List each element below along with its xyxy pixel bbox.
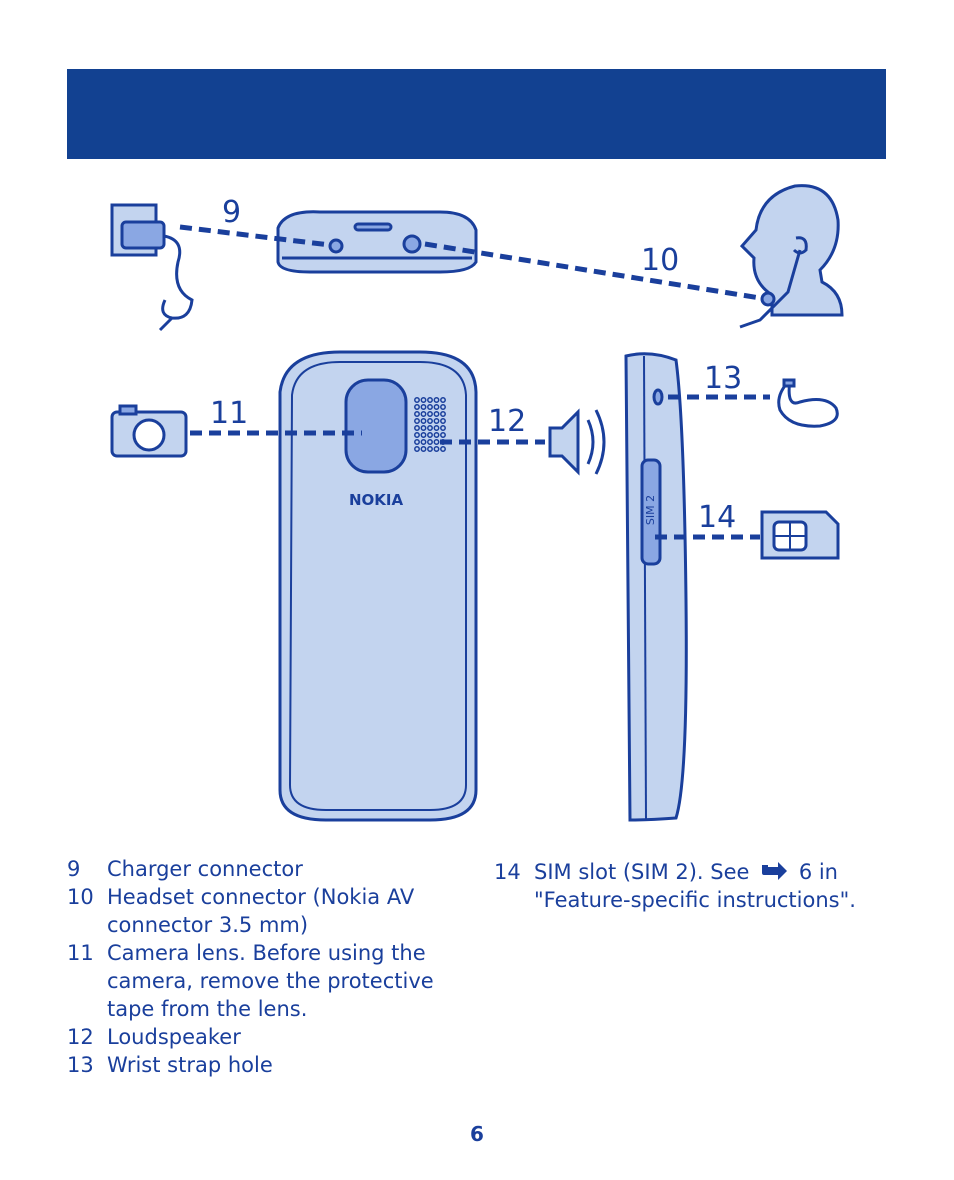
grille-hole (440, 418, 446, 424)
legend-list-right: 14 SIM slot (SIM 2). See 6 in "Feature-s… (494, 858, 894, 914)
phone-brand: NOKIA (349, 491, 404, 509)
legend-text-after: 6 in "Feature-specific instructions". (534, 860, 856, 912)
phone-back (278, 350, 478, 822)
grille-hole (433, 446, 440, 452)
grille-hole (433, 439, 440, 445)
grille-hole (414, 425, 420, 431)
charger-icon (110, 203, 194, 332)
callout-10: 10 (641, 243, 679, 278)
legend-item: 9 Charger connector (67, 855, 467, 883)
grille-hole (420, 432, 427, 438)
grille-hole (440, 432, 446, 438)
grille-hole (420, 439, 427, 445)
grille-hole (414, 439, 420, 445)
grille-hole (433, 432, 440, 438)
grille-hole (433, 425, 440, 431)
legend-text: SIM slot (SIM 2). See 6 in "Feature-spec… (534, 858, 894, 914)
phone-side (624, 352, 688, 822)
callout-11: 11 (210, 396, 248, 431)
callout-12: 12 (488, 404, 526, 439)
legend-number: 13 (67, 1053, 94, 1077)
grille-hole (433, 418, 440, 424)
grille-hole (440, 425, 446, 431)
speaker-icon (548, 408, 606, 476)
grille-hole (440, 411, 446, 417)
legend-text: Headset connector (Nokia AV connector 3.… (107, 885, 415, 937)
grille-hole (440, 397, 446, 403)
grille-hole (414, 446, 420, 452)
grille-hole (440, 404, 446, 410)
legend-item: 13 Wrist strap hole (67, 1051, 467, 1079)
legend-number: 10 (67, 885, 94, 909)
legend-item: 12 Loudspeaker (67, 1023, 467, 1051)
legend-text: Charger connector (107, 857, 303, 881)
speaker-grille (414, 397, 446, 452)
grille-hole (440, 446, 446, 452)
wrist-strap-icon (777, 378, 839, 428)
callout-9: 9 (222, 195, 241, 230)
legend-text: Wrist strap hole (107, 1053, 273, 1077)
grille-hole (427, 446, 433, 452)
legend-item: 14 SIM slot (SIM 2). See 6 in "Feature-s… (494, 858, 894, 914)
sim-slot-label: SIM 2 (644, 495, 657, 525)
grille-hole (427, 432, 433, 438)
grille-hole (414, 411, 420, 417)
legend-item: 10 Headset connector (Nokia AV connector… (67, 883, 467, 939)
grille-hole (420, 425, 427, 431)
page-number: 6 (470, 1122, 484, 1146)
legend-number: 12 (67, 1025, 94, 1049)
grille-hole (414, 418, 420, 424)
grille-hole (414, 432, 420, 438)
grille-hole (420, 446, 427, 452)
grille-hole (427, 425, 433, 431)
callout-14: 14 (698, 500, 736, 535)
arrow-right-icon[interactable] (760, 861, 788, 881)
legend-number: 9 (67, 857, 81, 881)
grille-hole (420, 418, 427, 424)
grille-hole (433, 404, 440, 410)
grille-hole (427, 404, 433, 410)
legend-list: 9 Charger connector 10 Headset connector… (67, 855, 467, 1079)
legend-text: Loudspeaker (107, 1025, 241, 1049)
grille-hole (414, 404, 420, 410)
grille-hole (420, 397, 427, 403)
phone-top-edge (276, 210, 478, 274)
legend-number: 14 (494, 860, 521, 884)
grille-hole (420, 411, 427, 417)
grille-hole (420, 404, 427, 410)
grille-hole (433, 397, 440, 403)
legend-number: 11 (67, 941, 94, 965)
grille-hole (414, 397, 420, 403)
headset-person-icon (739, 184, 844, 329)
grille-hole (427, 439, 433, 445)
grille-hole (427, 397, 433, 403)
grille-hole (433, 411, 440, 417)
grille-hole (427, 418, 433, 424)
callout-13: 13 (704, 361, 742, 396)
sim-card-icon (760, 510, 840, 560)
header-bar (67, 69, 886, 159)
camera-icon (110, 404, 188, 458)
grille-hole (427, 411, 433, 417)
legend-text: Camera lens. Before using the camera, re… (107, 941, 434, 1021)
phone-illustration: NOKIA SIM 2 9 10 11 (110, 184, 844, 822)
legend-text-before: SIM slot (SIM 2). See (534, 860, 750, 884)
legend-item: 11 Camera lens. Before using the camera,… (67, 939, 467, 1023)
